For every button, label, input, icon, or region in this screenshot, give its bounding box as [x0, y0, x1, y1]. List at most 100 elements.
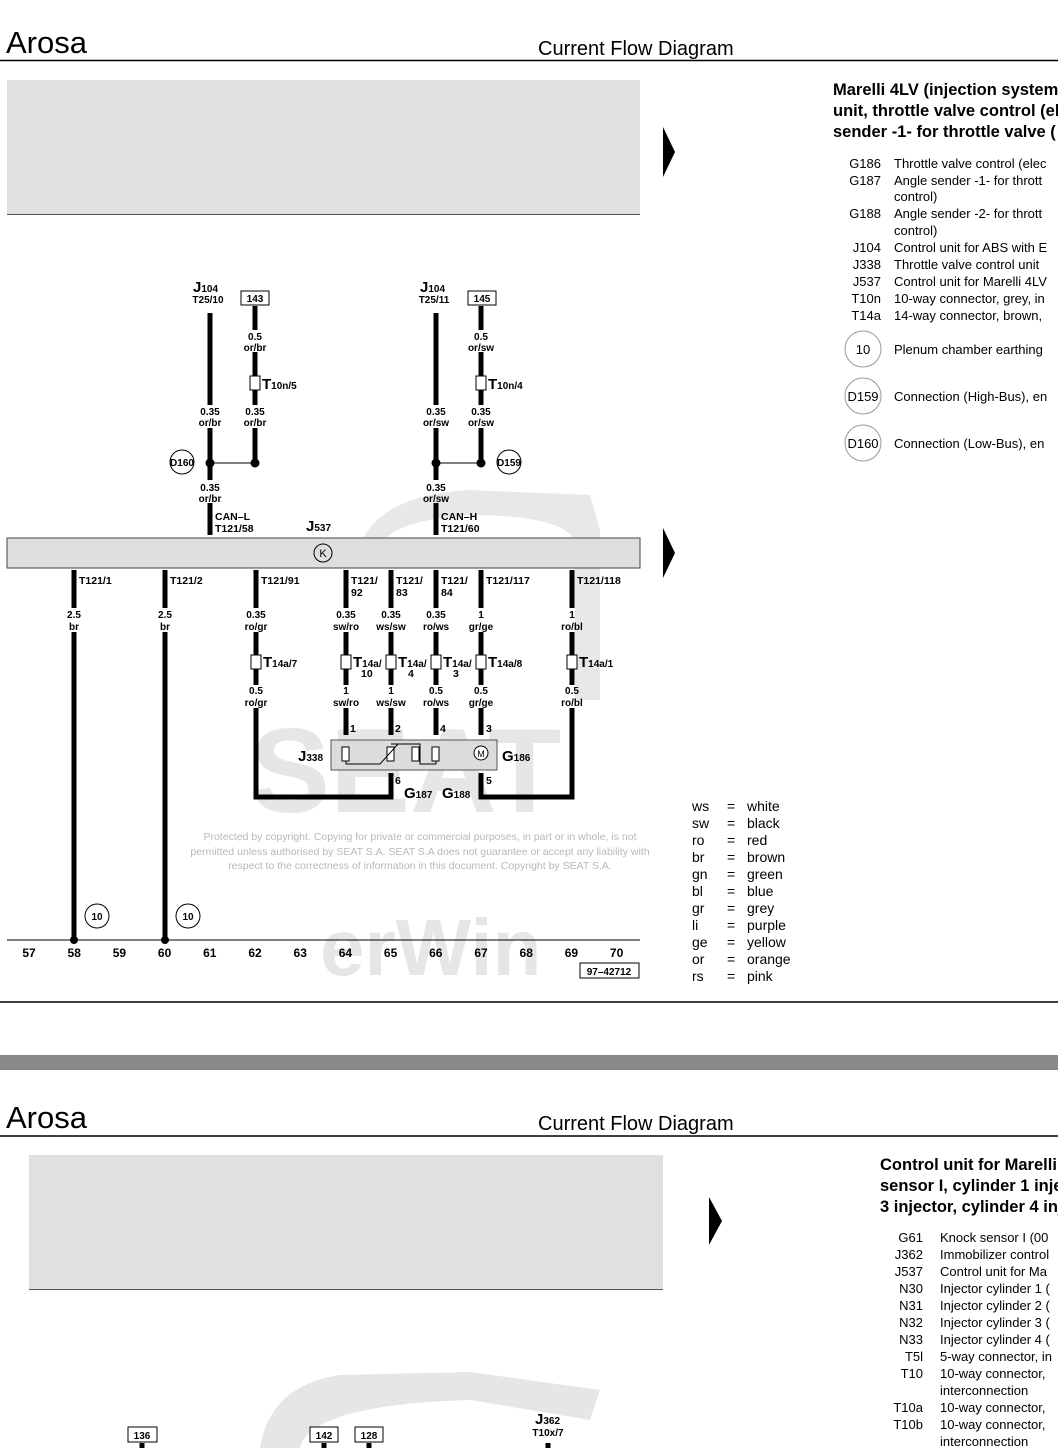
throttle-unit-j338 [330, 739, 498, 771]
pin-label: T25/10 [192, 295, 224, 306]
connector-label: T14a/ [443, 654, 472, 671]
column-number: 66 [429, 946, 443, 960]
legend-desc: Injector cylinder 4 ( [940, 1332, 1050, 1347]
seat-watermark: SEAT erWin [250, 490, 600, 992]
brand-title: Arosa [6, 25, 88, 60]
legend-desc: Knock sensor I (00 [940, 1230, 1048, 1245]
column-number: 58 [68, 946, 82, 960]
document-title: Current Flow Diagram [538, 1113, 734, 1135]
panel-title-line: sender -1- for throttle valve ( [833, 123, 1056, 141]
connector-icon [249, 375, 261, 391]
color-name: red [747, 832, 767, 848]
ref-number: 136 [134, 1431, 151, 1442]
panel-title-line: Marelli 4LV (injection system) [833, 81, 1058, 99]
ground-circle [844, 377, 882, 415]
legend-desc: Control unit for Ma [940, 1264, 1048, 1279]
junction-dot [205, 458, 215, 468]
junction-dot [431, 458, 441, 468]
color-code: rs [692, 968, 704, 984]
legend-desc: 10-way connector, [940, 1417, 1046, 1432]
junction-dot [250, 458, 260, 468]
wire-size: 1 [569, 610, 575, 621]
legend-code: G61 [898, 1230, 923, 1245]
column-number: 59 [113, 946, 127, 960]
connector-label: T10n/5 [262, 376, 297, 393]
pin-label: T121/60 [441, 523, 480, 535]
pin-label: T25/11 [419, 295, 450, 306]
wire-color: or/br [244, 418, 267, 429]
legend-code: G187 [849, 173, 881, 188]
k-symbol-icon [313, 543, 333, 563]
connector-label: T14a/7 [263, 654, 298, 671]
legend-code: J537 [895, 1264, 923, 1279]
column-number: 68 [520, 946, 534, 960]
column-number: 57 [22, 946, 36, 960]
watermark-seat: SEAT [250, 704, 561, 838]
column-number: 67 [474, 946, 488, 960]
pin-label: T121/2 [170, 575, 203, 587]
legend-code: J362 [895, 1247, 923, 1262]
motor-label: M [477, 749, 485, 759]
wire-size: 0.5 [249, 686, 263, 697]
wire-color: gr/ge [469, 698, 494, 709]
wire-size: 0.35 [426, 407, 446, 418]
connector-pin: 3 [453, 668, 459, 680]
pin-label: 83 [396, 587, 408, 599]
connector-icon [430, 654, 442, 670]
earth-point-10 [175, 903, 201, 929]
ground-desc: Plenum chamber earthing [894, 342, 1043, 357]
sensor-icon [431, 746, 440, 762]
wire-color: br [160, 622, 170, 633]
connector-icon [475, 654, 487, 670]
legend-desc: Control unit for Marelli 4LV [894, 274, 1047, 289]
wire-color: ro/ws [423, 698, 450, 709]
connector-label: T14a/ [353, 654, 382, 671]
component-label-g187: G187 [404, 785, 433, 802]
component-label-g188: G188 [442, 785, 471, 802]
color-code: ws [691, 798, 709, 814]
pin-number: 3 [486, 723, 492, 735]
connector-icon [475, 375, 487, 391]
wire-size: 0.35 [245, 407, 265, 418]
color-name: black [747, 815, 781, 831]
connector-icon [250, 654, 262, 670]
equals-sign: = [727, 798, 735, 814]
next-arrow-icon[interactable] [663, 528, 675, 578]
legend-code: G188 [849, 206, 881, 221]
color-name: yellow [747, 934, 787, 950]
diagram-reference-number: 97–42712 [587, 967, 632, 978]
wire-color: ws/sw [375, 622, 406, 633]
color-name: green [747, 866, 783, 882]
column-number: 65 [384, 946, 398, 960]
legend-desc: control) [894, 223, 937, 238]
equals-sign: = [727, 866, 735, 882]
image-placeholder [7, 80, 640, 214]
diagram-reference-box [579, 962, 640, 979]
ground-circle [844, 424, 882, 462]
ref-number: 145 [474, 294, 491, 305]
wire-size: 0.35 [426, 610, 446, 621]
connector-icon [566, 654, 578, 670]
next-arrow-icon[interactable] [709, 1197, 722, 1245]
page-2: Arosa Current Flow Diagram Control unit … [0, 1100, 1058, 1448]
panel-title-line: 3 injector, cylinder 4 inj [880, 1198, 1058, 1216]
copyright-notice: permitted unless authorised by SEAT S.A.… [190, 846, 649, 858]
ref-box [240, 290, 270, 306]
wire-size: 0.5 [248, 332, 262, 343]
next-arrow-icon[interactable] [663, 127, 675, 177]
wire-size: 0.35 [381, 610, 401, 621]
legend-code: J537 [853, 274, 881, 289]
color-code: gn [692, 866, 708, 882]
ground-code: D160 [847, 436, 878, 451]
copyright-notice: respect to the correctness of informatio… [228, 860, 612, 872]
wire-size: 0.5 [565, 686, 579, 697]
page-separator [0, 1055, 1058, 1070]
column-number: 70 [610, 946, 624, 960]
component-label-j537: J537 [306, 518, 331, 535]
earth-label: 10 [91, 912, 103, 923]
wire-size: 0.5 [474, 686, 488, 697]
k-symbol: K [319, 548, 327, 560]
internal-wiring [391, 743, 437, 765]
panel-title-line: unit, throttle valve control (ele [833, 102, 1058, 120]
wire-color: ro/bl [561, 698, 583, 709]
